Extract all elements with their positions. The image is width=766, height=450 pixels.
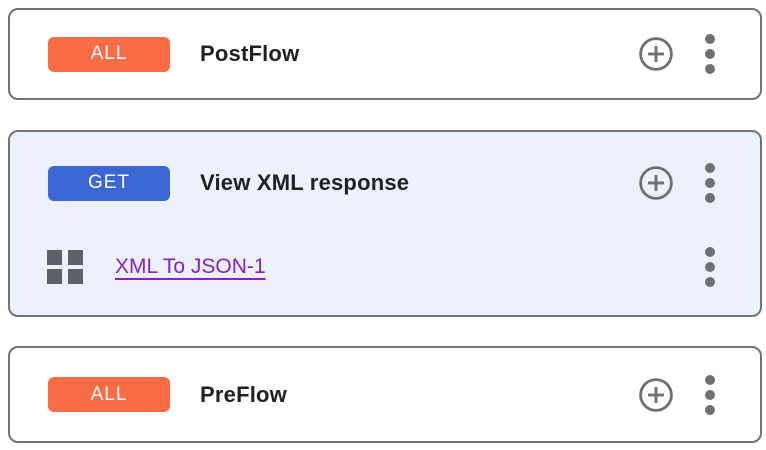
method-badge-all: ALL bbox=[48, 36, 170, 72]
more-options-button[interactable] bbox=[705, 374, 715, 415]
flow-title-preflow: PreFlow bbox=[200, 381, 287, 407]
circle-plus-icon bbox=[639, 166, 673, 200]
flow-title-postflow: PostFlow bbox=[200, 41, 300, 66]
flows-panel: ALL PostFlow bbox=[0, 8, 766, 450]
policy-row: XML To JSON-1 bbox=[10, 234, 760, 300]
preflow-card: ALL PreFlow bbox=[8, 346, 762, 443]
policy-grid-icon bbox=[47, 249, 83, 285]
add-policy-button[interactable] bbox=[639, 37, 673, 71]
more-options-button[interactable] bbox=[705, 247, 715, 287]
flow-title-view-xml-response: View XML response bbox=[200, 170, 410, 195]
policy-actions bbox=[705, 247, 715, 287]
circle-plus-icon bbox=[639, 377, 673, 412]
view-xml-response-row: GET View XML response bbox=[10, 132, 760, 234]
postflow-actions bbox=[639, 34, 715, 74]
postflow-card: ALL PostFlow bbox=[8, 8, 762, 100]
kebab-menu-icon bbox=[705, 34, 715, 74]
kebab-menu-icon bbox=[705, 374, 715, 415]
preflow-row: ALL PreFlow bbox=[10, 348, 760, 441]
more-options-button[interactable] bbox=[705, 34, 715, 74]
circle-plus-icon bbox=[639, 37, 673, 71]
kebab-menu-icon bbox=[705, 163, 715, 203]
add-policy-button[interactable] bbox=[639, 166, 673, 200]
add-policy-button[interactable] bbox=[639, 377, 673, 412]
postflow-row: ALL PostFlow bbox=[10, 10, 760, 98]
policy-link[interactable]: XML To JSON-1 bbox=[115, 255, 266, 278]
method-badge-get: GET bbox=[48, 165, 170, 201]
view-xml-response-actions bbox=[639, 163, 715, 203]
method-badge-all: ALL bbox=[48, 377, 170, 412]
kebab-menu-icon bbox=[705, 247, 715, 287]
view-xml-response-card: GET View XML response bbox=[8, 130, 762, 317]
preflow-actions bbox=[639, 374, 715, 415]
more-options-button[interactable] bbox=[705, 163, 715, 203]
